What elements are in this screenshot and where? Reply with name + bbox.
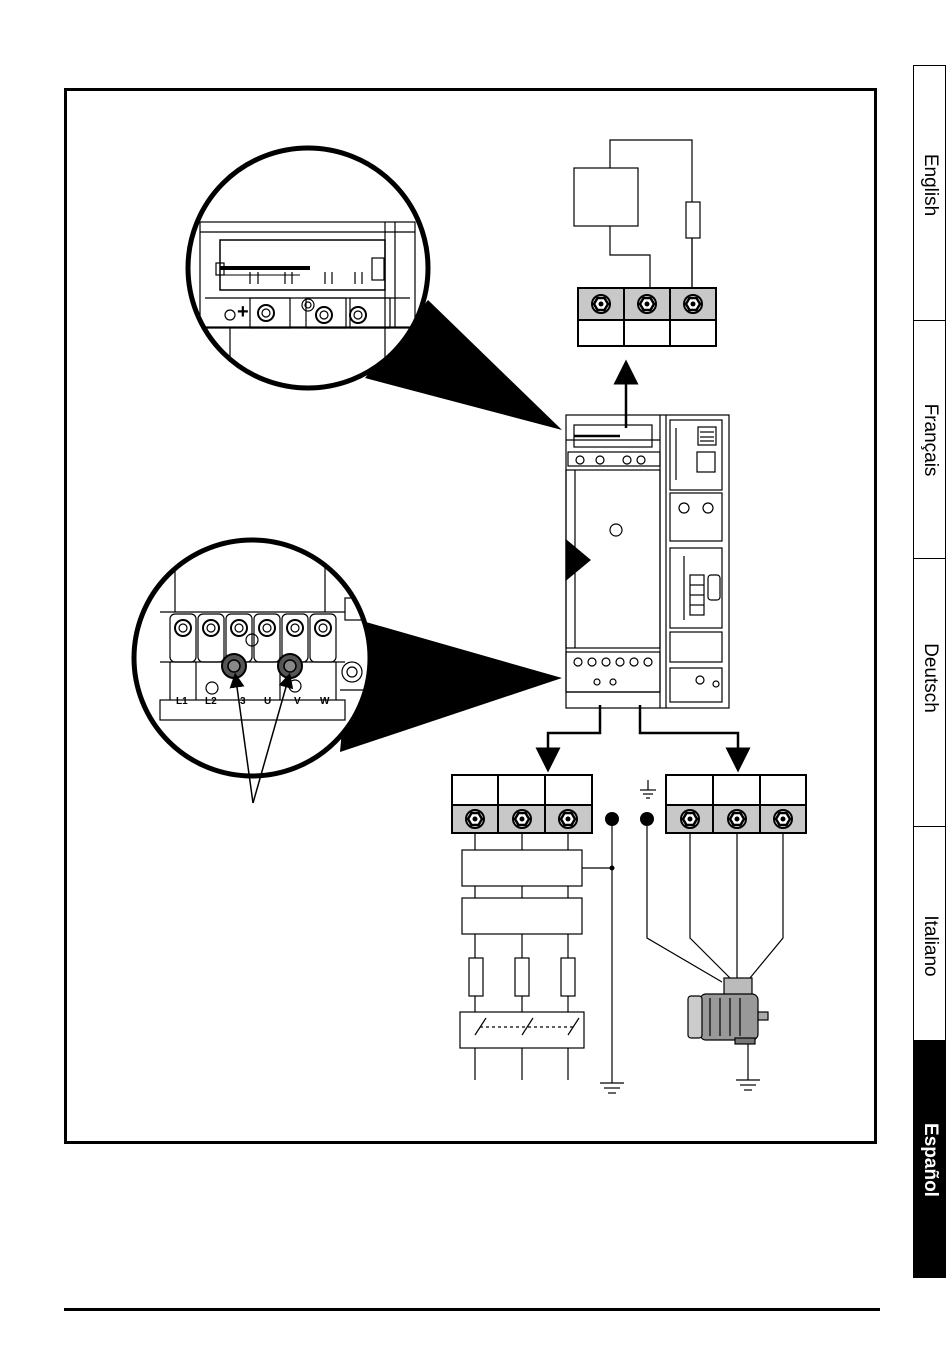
arrow-to-supply-terminal [548,705,600,760]
language-tabs: English Français Deutsch Italiano Españo… [913,65,946,1278]
tab-francais-label: Français [919,404,941,477]
terminal-label-3: 3 [240,696,246,707]
terminal-plus-symbol: + [237,301,249,323]
ground-symbol-motor-top [640,780,656,798]
tab-italiano[interactable]: Italiano [914,827,945,1041]
ground-dot-motor [640,812,654,826]
ground-stud-left [222,654,246,678]
brake-resistor-circuit [574,140,700,288]
motor-wiring [647,826,783,1090]
ground-stud-right [278,654,302,678]
tab-italiano-label: Italiano [919,915,941,976]
zoom-circle-bottom: L1 L2 3 U V W [134,540,370,776]
motor-terminal-block [666,775,806,833]
terminal-label-u: U [264,696,271,707]
terminal-label-l1: L1 [176,696,188,707]
terminal-label-w: W [320,696,330,707]
tab-espanol[interactable]: Español [914,1041,945,1277]
terminal-label-v: V [294,696,301,707]
tab-english-label: English [919,154,941,216]
footer-rule [64,1308,880,1311]
tab-francais[interactable]: Français [914,321,945,559]
top-terminal-block [578,288,716,346]
arrow-to-motor-terminal [640,705,738,760]
tab-deutsch-label: Deutsch [919,643,941,713]
zoom-circle-top: + [188,148,428,388]
drive-unit [566,415,729,708]
tab-deutsch[interactable]: Deutsch [914,559,945,827]
supply-circuit [460,820,624,1093]
callout-wedge-bottom [340,618,562,752]
ground-dot-supply [605,812,619,826]
supply-terminal-block [452,775,592,833]
tab-espanol-label: Español [919,1123,941,1197]
motor-icon [688,978,768,1044]
tab-english[interactable]: English [914,66,945,321]
terminal-label-l2: L2 [205,696,217,707]
